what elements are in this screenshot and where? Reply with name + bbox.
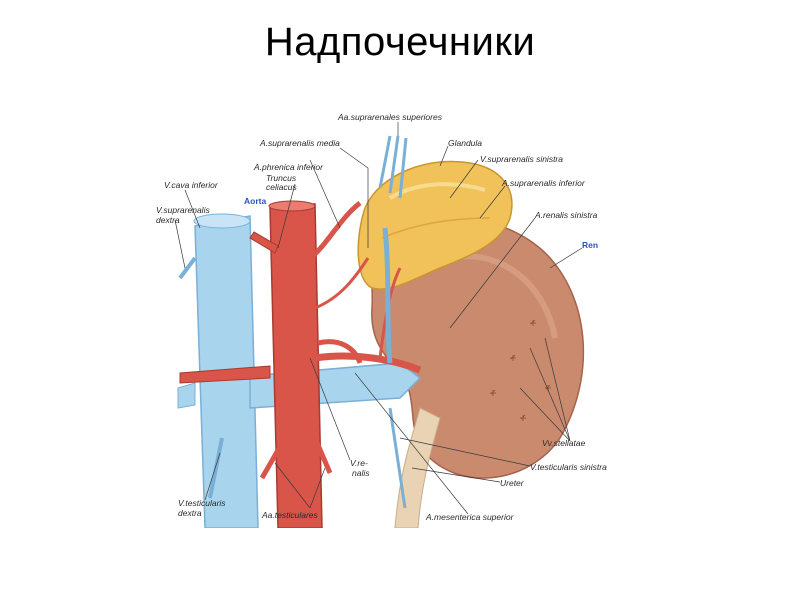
label-v-testicularis-dextra-1: V.testicularis [178,498,226,508]
label-a-phrenica-inferior: A.phrenica inferior [253,162,324,172]
v-suprarenalis-sinistra [382,227,393,364]
label-v-suprarenalis-sinistra: V.suprarenalis sinistra [480,154,563,164]
v-testicularis-dextra [208,437,224,499]
label-truncus: Truncus [266,173,297,183]
adrenal-anatomy-diagram: Aa.suprarenales superiores A.suprarenali… [150,108,640,528]
vena-cava-top [193,213,251,229]
label-v-testicularis-dextra-2: dextra [178,508,202,518]
label-a-mesenterica-superior: A.mesenterica superior [425,512,515,522]
vv-stellatae [490,319,551,421]
label-v-cava-inferior: V.cava inferior [164,180,219,190]
v-testicularis-sinistra [388,407,407,509]
leader-lines [174,122,583,515]
label-celiacus: celiacus [266,182,297,192]
label-ureter: Ureter [500,478,525,488]
renal-artery-left [314,352,422,374]
a-mesenterica-superior [317,339,363,364]
label-v-suprarenalis-dextra-2: dextra [156,215,180,225]
label-v-renalis-1: V.re- [350,458,368,468]
a-phrenica-inferior [308,201,362,261]
aa-suprarenales-superiores [378,135,408,199]
aa-testiculares-left [312,437,333,474]
label-a-suprarenalis-media: A.suprarenalis media [259,138,340,148]
aorta-top [268,200,316,212]
slide-title: Надпочечники [264,20,536,64]
a-suprarenalis-media [314,257,370,310]
label-a-renalis-sinistra: A.renalis sinistra [534,210,598,220]
ureter [394,407,441,528]
aa-testiculares-right [259,436,288,480]
gland-texture [381,217,491,239]
truncus-celiacus [249,231,279,254]
gland-highlight [388,182,486,200]
label-glandula: Glandula [448,138,482,148]
label-aa-suprarenales-superiores: Aa.suprarenales superiores [337,112,443,122]
label-aa-testiculares: Aa.testiculares [261,510,318,520]
label-a-suprarenalis-inferior: A.suprarenalis inferior [501,178,586,188]
right-renal-artery [179,365,271,384]
label-v-renalis-2: nalis [352,468,370,478]
label-ren: Ren [582,240,598,250]
v-suprarenalis-dextra [178,256,197,280]
label-aorta: Aorta [244,196,266,206]
label-v-suprarenalis-dextra-1: V.suprarenalis [156,205,210,215]
label-v-testicularis-sinistra: V.testicularis sinistra [530,462,607,472]
label-vv-stellatae: Vv.stellatae [542,438,586,448]
right-renal-vein [177,382,196,409]
